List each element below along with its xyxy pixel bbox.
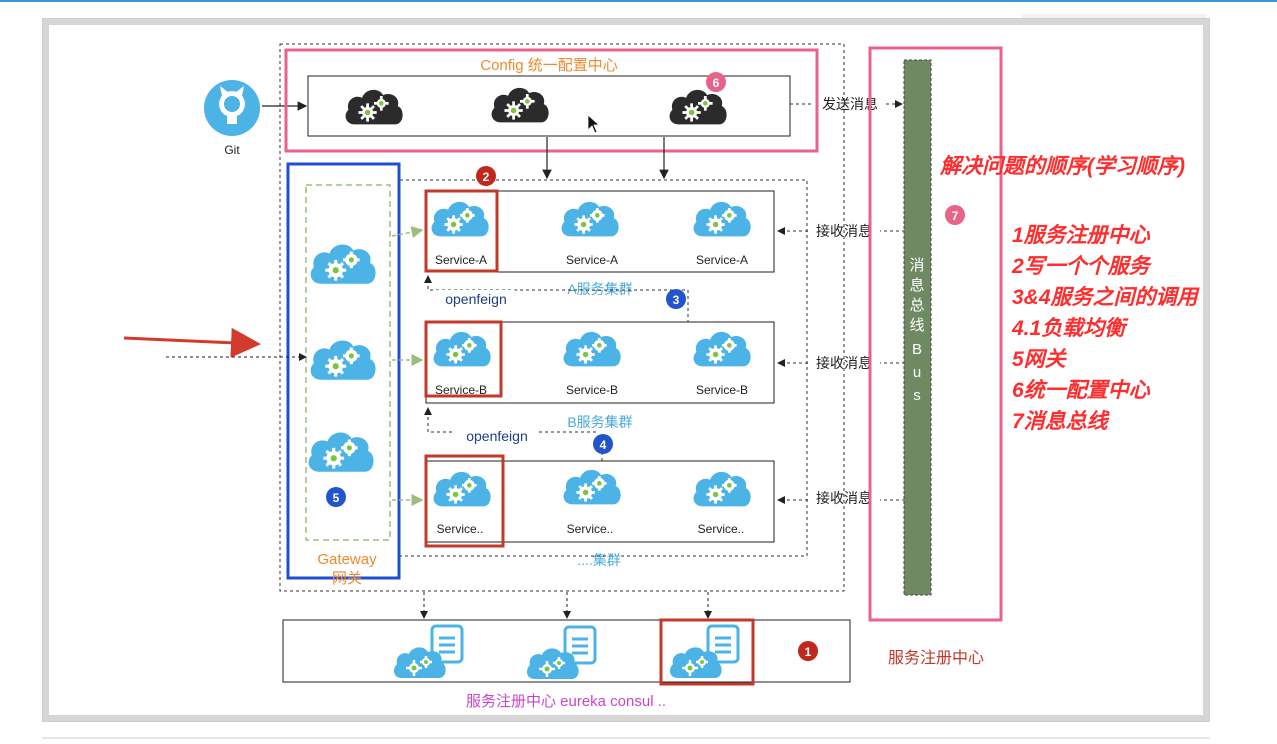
send-message-label: 发送消息 xyxy=(822,96,878,112)
svg-text:息: 息 xyxy=(909,277,924,294)
message-bus xyxy=(903,59,932,596)
badge-7: 7 xyxy=(945,205,965,225)
note-item: 1服务注册中心 xyxy=(1012,224,1150,247)
svg-text:B: B xyxy=(912,341,922,358)
badge-1: 1 xyxy=(798,641,818,661)
git-label: Git xyxy=(224,143,240,157)
note-item: 3&4服务之间的调用 xyxy=(1012,286,1198,309)
badge-4: 4 xyxy=(593,434,613,454)
gateway-instance-icon xyxy=(307,430,376,474)
service-clusters-area xyxy=(399,179,808,557)
config-title: Config 统一配置中心 xyxy=(480,57,618,74)
registry-highlight xyxy=(659,618,755,686)
service-b-label: Service-B xyxy=(566,383,618,397)
service-c-label: Service.. xyxy=(437,522,484,536)
svg-text:2: 2 xyxy=(483,170,490,184)
receive-message-label: 接收消息 xyxy=(816,223,872,239)
note-item: 5网关 xyxy=(1012,348,1066,371)
top-accent-bar xyxy=(0,0,1277,2)
services-boundary xyxy=(279,43,845,592)
svg-text:6: 6 xyxy=(713,76,720,90)
svg-text:消: 消 xyxy=(909,257,924,274)
service-a-label: Service-A xyxy=(435,253,487,267)
config-center-frame xyxy=(284,48,819,153)
badge-3: 3 xyxy=(666,289,686,309)
svg-text:4: 4 xyxy=(600,438,607,452)
badge-2: 2 xyxy=(476,166,496,186)
service-b-label: Service-B xyxy=(435,383,487,397)
service-c-label: Service.. xyxy=(698,522,745,536)
openfeign-label: openfeign xyxy=(466,428,528,444)
note-item: 2写一个个服务 xyxy=(1012,255,1150,278)
badge-5: 5 xyxy=(326,487,346,507)
git-icon xyxy=(204,80,260,136)
learning-order-notes: 解决问题的顺序(学习顺序) 1服务注册中心 2写一个个服务 3&4服务之间的调用… xyxy=(940,150,1277,437)
registry-side-label: 服务注册中心 xyxy=(888,649,984,667)
svg-text:s: s xyxy=(913,387,921,404)
cluster-c-label: ....集群 xyxy=(577,552,621,568)
gateway-instance-icon xyxy=(309,338,378,382)
svg-text:总: 总 xyxy=(909,297,924,314)
cluster-a-highlight xyxy=(424,189,499,273)
cluster-b-highlight xyxy=(424,320,503,398)
openfeign-label: openfeign xyxy=(445,291,507,307)
svg-text:线: 线 xyxy=(909,317,924,334)
receive-message-label: 接收消息 xyxy=(816,490,872,506)
cluster-b-label: B服务集群 xyxy=(567,414,632,430)
svg-text:5: 5 xyxy=(333,491,340,505)
gateway-instance-icon xyxy=(309,242,378,286)
service-c-label: Service.. xyxy=(567,522,614,536)
note-item: 4.1负载均衡 xyxy=(1012,317,1126,340)
gateway-label: Gateway xyxy=(317,551,377,568)
svg-text:u: u xyxy=(913,364,921,381)
gateway-sub-label: 网关 xyxy=(332,570,362,587)
cluster-c-highlight xyxy=(424,454,505,548)
gateway-frame xyxy=(286,162,401,580)
message-bus-frame xyxy=(868,46,1003,622)
cluster-a-label: A服务集群 xyxy=(567,281,632,297)
registry-label: 服务注册中心 eureka consul .. xyxy=(466,693,666,710)
receive-message-label: 接收消息 xyxy=(816,355,872,371)
svg-text:7: 7 xyxy=(952,209,959,223)
message-bus-label: 消 息 总 线 B u s xyxy=(909,257,924,404)
note-item: 6统一配置中心 xyxy=(1012,379,1150,402)
svg-text:3: 3 xyxy=(673,293,680,307)
incoming-request-arrow xyxy=(123,327,261,358)
service-b-label: Service-B xyxy=(696,383,748,397)
mouse-cursor-icon xyxy=(587,114,601,134)
gateway-instances-group xyxy=(305,184,391,541)
service-a-label: Service-A xyxy=(696,253,748,267)
badge-6: 6 xyxy=(706,72,726,92)
svg-text:1: 1 xyxy=(805,645,812,659)
notes-title: 解决问题的顺序(学习顺序) xyxy=(940,155,1185,178)
service-a-label: Service-A xyxy=(566,253,618,267)
notes-list: 1服务注册中心 2写一个个服务 3&4服务之间的调用 4.1负载均衡 5网关 6… xyxy=(940,220,1277,437)
note-item: 7消息总线 xyxy=(1012,410,1108,433)
bottom-divider xyxy=(42,737,1210,739)
